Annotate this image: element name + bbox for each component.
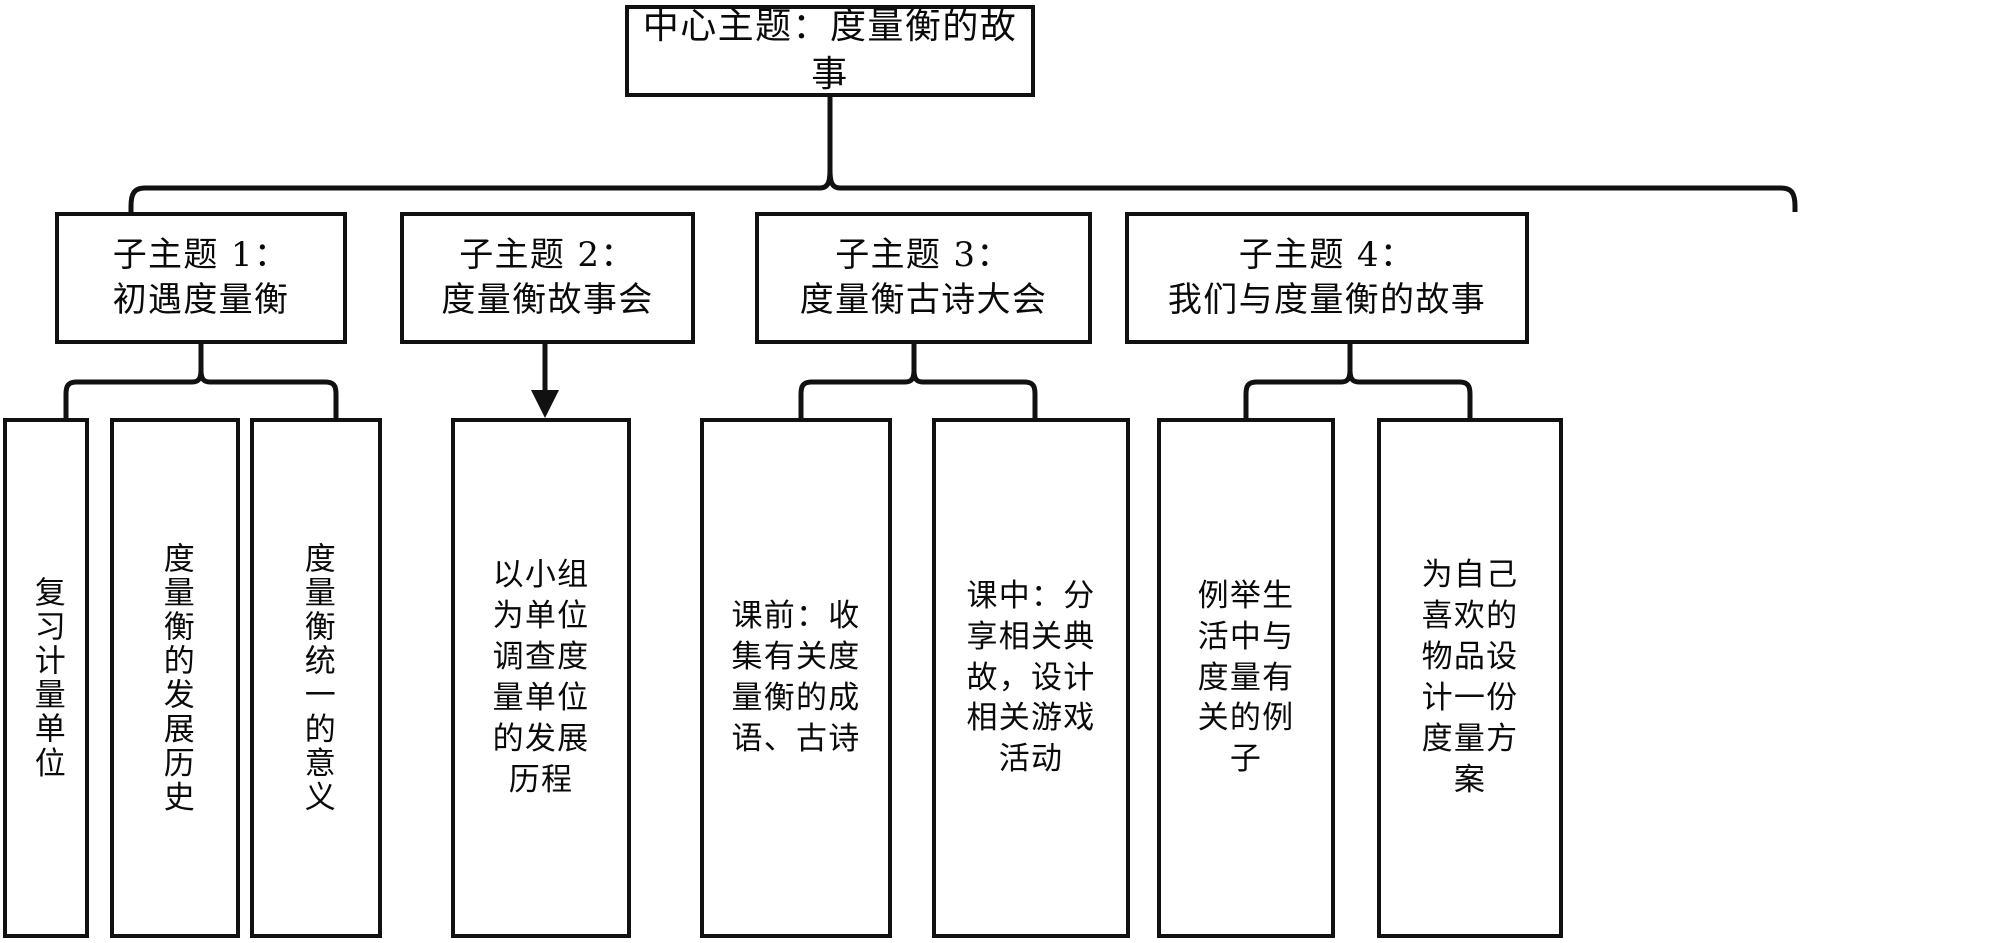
subtopic-box-3[interactable]: 子主题 3：度量衡古诗大会 xyxy=(755,212,1092,344)
connector-root-to-subtopics xyxy=(128,97,833,212)
leaf-box-1-2[interactable]: 度量衡的发展历史 xyxy=(110,418,240,938)
subtopic-2-line2: 度量衡故事会 xyxy=(441,280,654,320)
leaf-label-4-1: 例举生 活中与 度量有 关的例 子 xyxy=(1197,577,1295,778)
subtopic-1-line1: 子主题 1： xyxy=(112,235,290,276)
connector-sub3-to-leaves-left xyxy=(798,344,917,418)
leaf-box-4-2[interactable]: 为自己 喜欢的 物品设 计一份 度量方 案 xyxy=(1377,418,1563,938)
leaf-label-1-1: 复习计量单位 xyxy=(28,575,65,781)
subtopic-box-2[interactable]: 子主题 2：度量衡故事会 xyxy=(400,212,695,344)
leaf-label-1-2: 度量衡的发展历史 xyxy=(157,541,194,815)
connector-sub3-to-leaves-right xyxy=(911,369,1038,418)
subtopic-4-line1: 子主题 4： xyxy=(1238,235,1416,276)
subtopic-4-line2: 我们与度量衡的故事 xyxy=(1167,280,1487,320)
leaf-label-2-1: 以小组 为单位 调查度 量单位 的发展 历程 xyxy=(492,557,590,798)
leaf-box-4-1[interactable]: 例举生 活中与 度量有 关的例 子 xyxy=(1157,418,1335,938)
subtopic-label-1: 子主题 1：初遇度量衡 xyxy=(113,233,290,323)
leaf-box-3-1[interactable]: 课前：收 集有关度 量衡的成 语、古诗 xyxy=(700,418,892,938)
connector-sub4-to-leaves-left xyxy=(1243,344,1353,418)
leaf-box-3-2[interactable]: 课中：分 享相关典 故，设计 相关游戏 活动 xyxy=(932,418,1130,938)
subtopic-3-line2: 度量衡古诗大会 xyxy=(799,280,1048,320)
connector-sub1-to-leaves-right xyxy=(198,369,339,418)
connector-root-brace-right xyxy=(827,169,1798,212)
leaf-box-1-1[interactable]: 复习计量单位 xyxy=(3,418,89,938)
leaf-label-4-2: 为自己 喜欢的 物品设 计一份 度量方 案 xyxy=(1421,557,1519,798)
connector-sub4-to-leaves-right xyxy=(1347,369,1473,418)
subtopic-label-3: 子主题 3：度量衡古诗大会 xyxy=(800,233,1048,323)
leaf-label-1-3: 度量衡统一的意义 xyxy=(298,541,335,815)
subtopic-box-1[interactable]: 子主题 1：初遇度量衡 xyxy=(55,212,347,344)
subtopic-2-line1: 子主题 2： xyxy=(459,235,636,276)
subtopic-label-2: 子主题 2：度量衡故事会 xyxy=(441,233,653,323)
leaf-label-3-2: 课中：分 享相关典 故，设计 相关游戏 活动 xyxy=(966,577,1096,778)
subtopic-1-line2: 初遇度量衡 xyxy=(112,280,290,320)
subtopic-label-4: 子主题 4：我们与度量衡的故事 xyxy=(1168,233,1486,323)
connector-sub1-to-leaves-left xyxy=(63,344,204,418)
central-topic-box[interactable]: 中心主题：度量衡的故事 xyxy=(625,5,1035,97)
leaf-box-2-1[interactable]: 以小组 为单位 调查度 量单位 的发展 历程 xyxy=(451,418,631,938)
subtopic-3-line1: 子主题 3： xyxy=(835,235,1012,276)
subtopic-box-4[interactable]: 子主题 4：我们与度量衡的故事 xyxy=(1125,212,1529,344)
leaf-label-3-1: 课前：收 集有关度 量衡的成 语、古诗 xyxy=(731,598,861,757)
leaf-box-1-3[interactable]: 度量衡统一的意义 xyxy=(250,418,382,938)
connector-sub2-arrowhead xyxy=(531,390,559,418)
central-topic-label: 中心主题：度量衡的故事 xyxy=(642,6,1018,95)
